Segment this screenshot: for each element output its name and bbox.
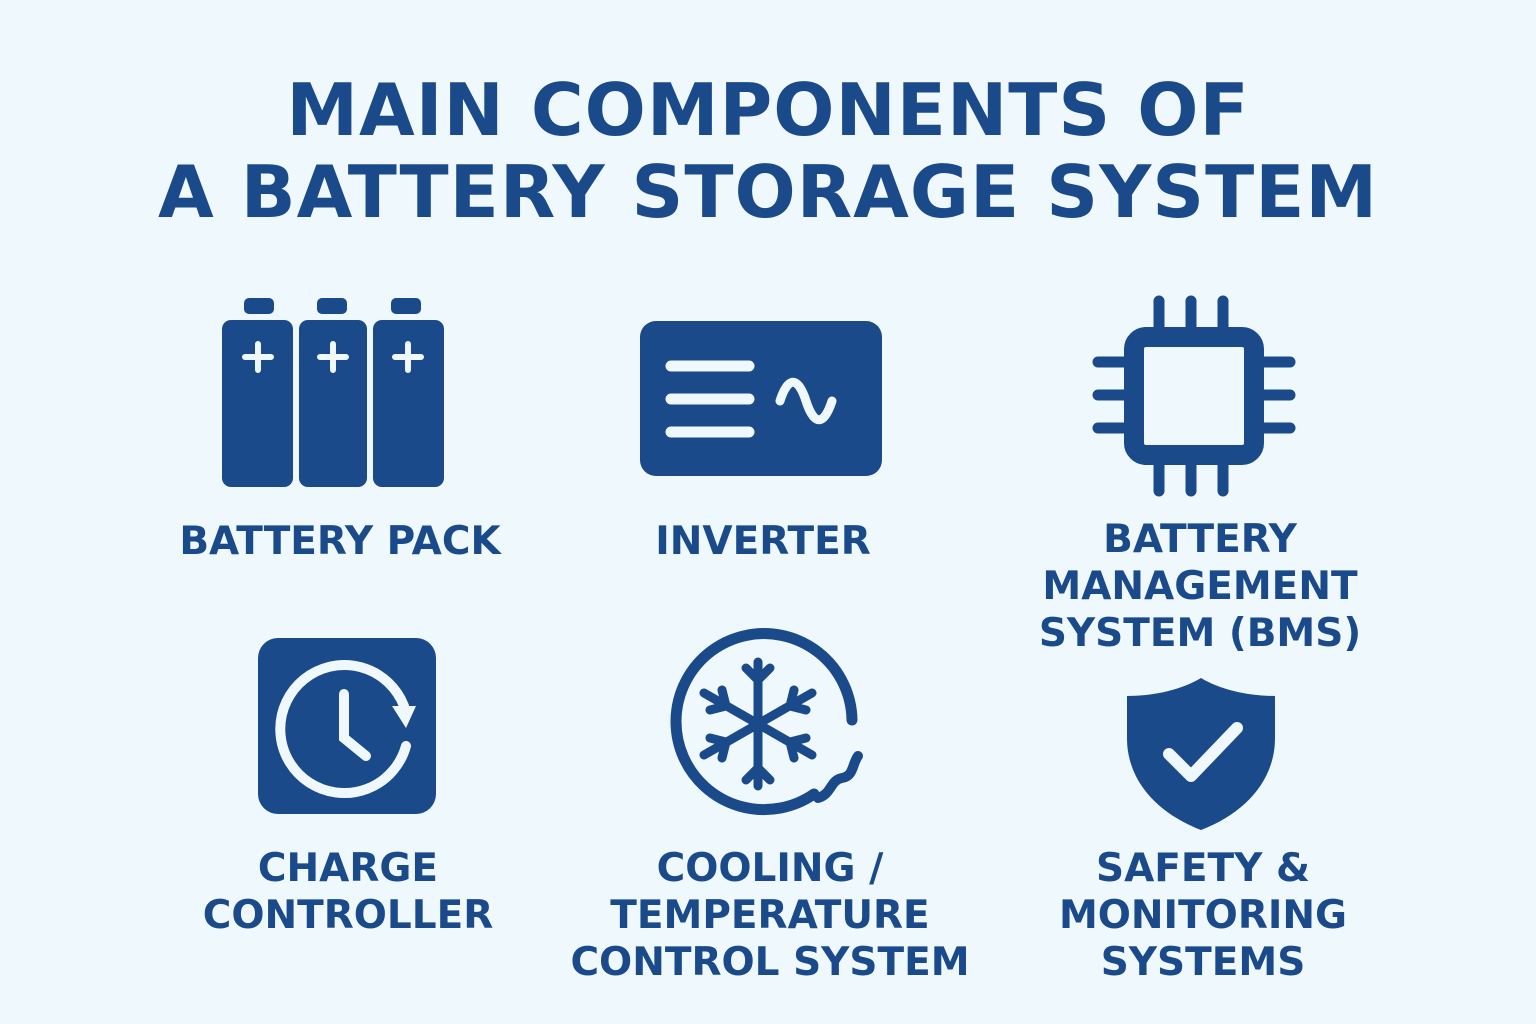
label-charge-controller-line-1: CHARGE: [257, 846, 439, 891]
label-bms-line-1: BATTERY: [1103, 517, 1297, 562]
label-charge-controller: CHARGE CONTROLLER: [118, 845, 578, 939]
label-bms: BATTERY MANAGEMENT SYSTEM (BMS): [970, 516, 1430, 657]
chip-icon: [1092, 295, 1296, 497]
label-bms-line-2: MANAGEMENT: [1042, 564, 1358, 609]
label-cooling-line-3: CONTROL SYSTEM: [570, 940, 970, 985]
label-battery-pack: BATTERY PACK: [179, 519, 501, 564]
label-cooling-line-1: COOLING /: [656, 846, 884, 891]
battery-pack-icon: [222, 298, 444, 487]
snowflake-icon: [670, 628, 863, 816]
label-safety: SAFETY & MONITORING SYSTEMS: [973, 845, 1433, 986]
label-cooling: COOLING / TEMPERATURE CONTROL SYSTEM: [540, 845, 1000, 986]
label-safety-line-2: MONITORING: [1058, 893, 1348, 938]
label-cooling-line-2: TEMPERATURE: [610, 893, 930, 938]
label-bms-line-3: SYSTEM (BMS): [1038, 611, 1362, 656]
shield-check-icon: [1127, 678, 1275, 830]
label-safety-line-1: SAFETY &: [1096, 846, 1310, 891]
title-line-1: MAIN COMPONENTS OF: [286, 68, 1250, 152]
label-safety-line-3: SYSTEMS: [1100, 940, 1306, 985]
title-line-2: A BATTERY STORAGE SYSTEM: [157, 150, 1379, 234]
label-charge-controller-line-2: CONTROLLER: [202, 893, 494, 938]
clock-cycle-icon: [258, 638, 436, 814]
label-inverter: INVERTER: [655, 519, 871, 564]
inverter-icon: [640, 321, 882, 476]
